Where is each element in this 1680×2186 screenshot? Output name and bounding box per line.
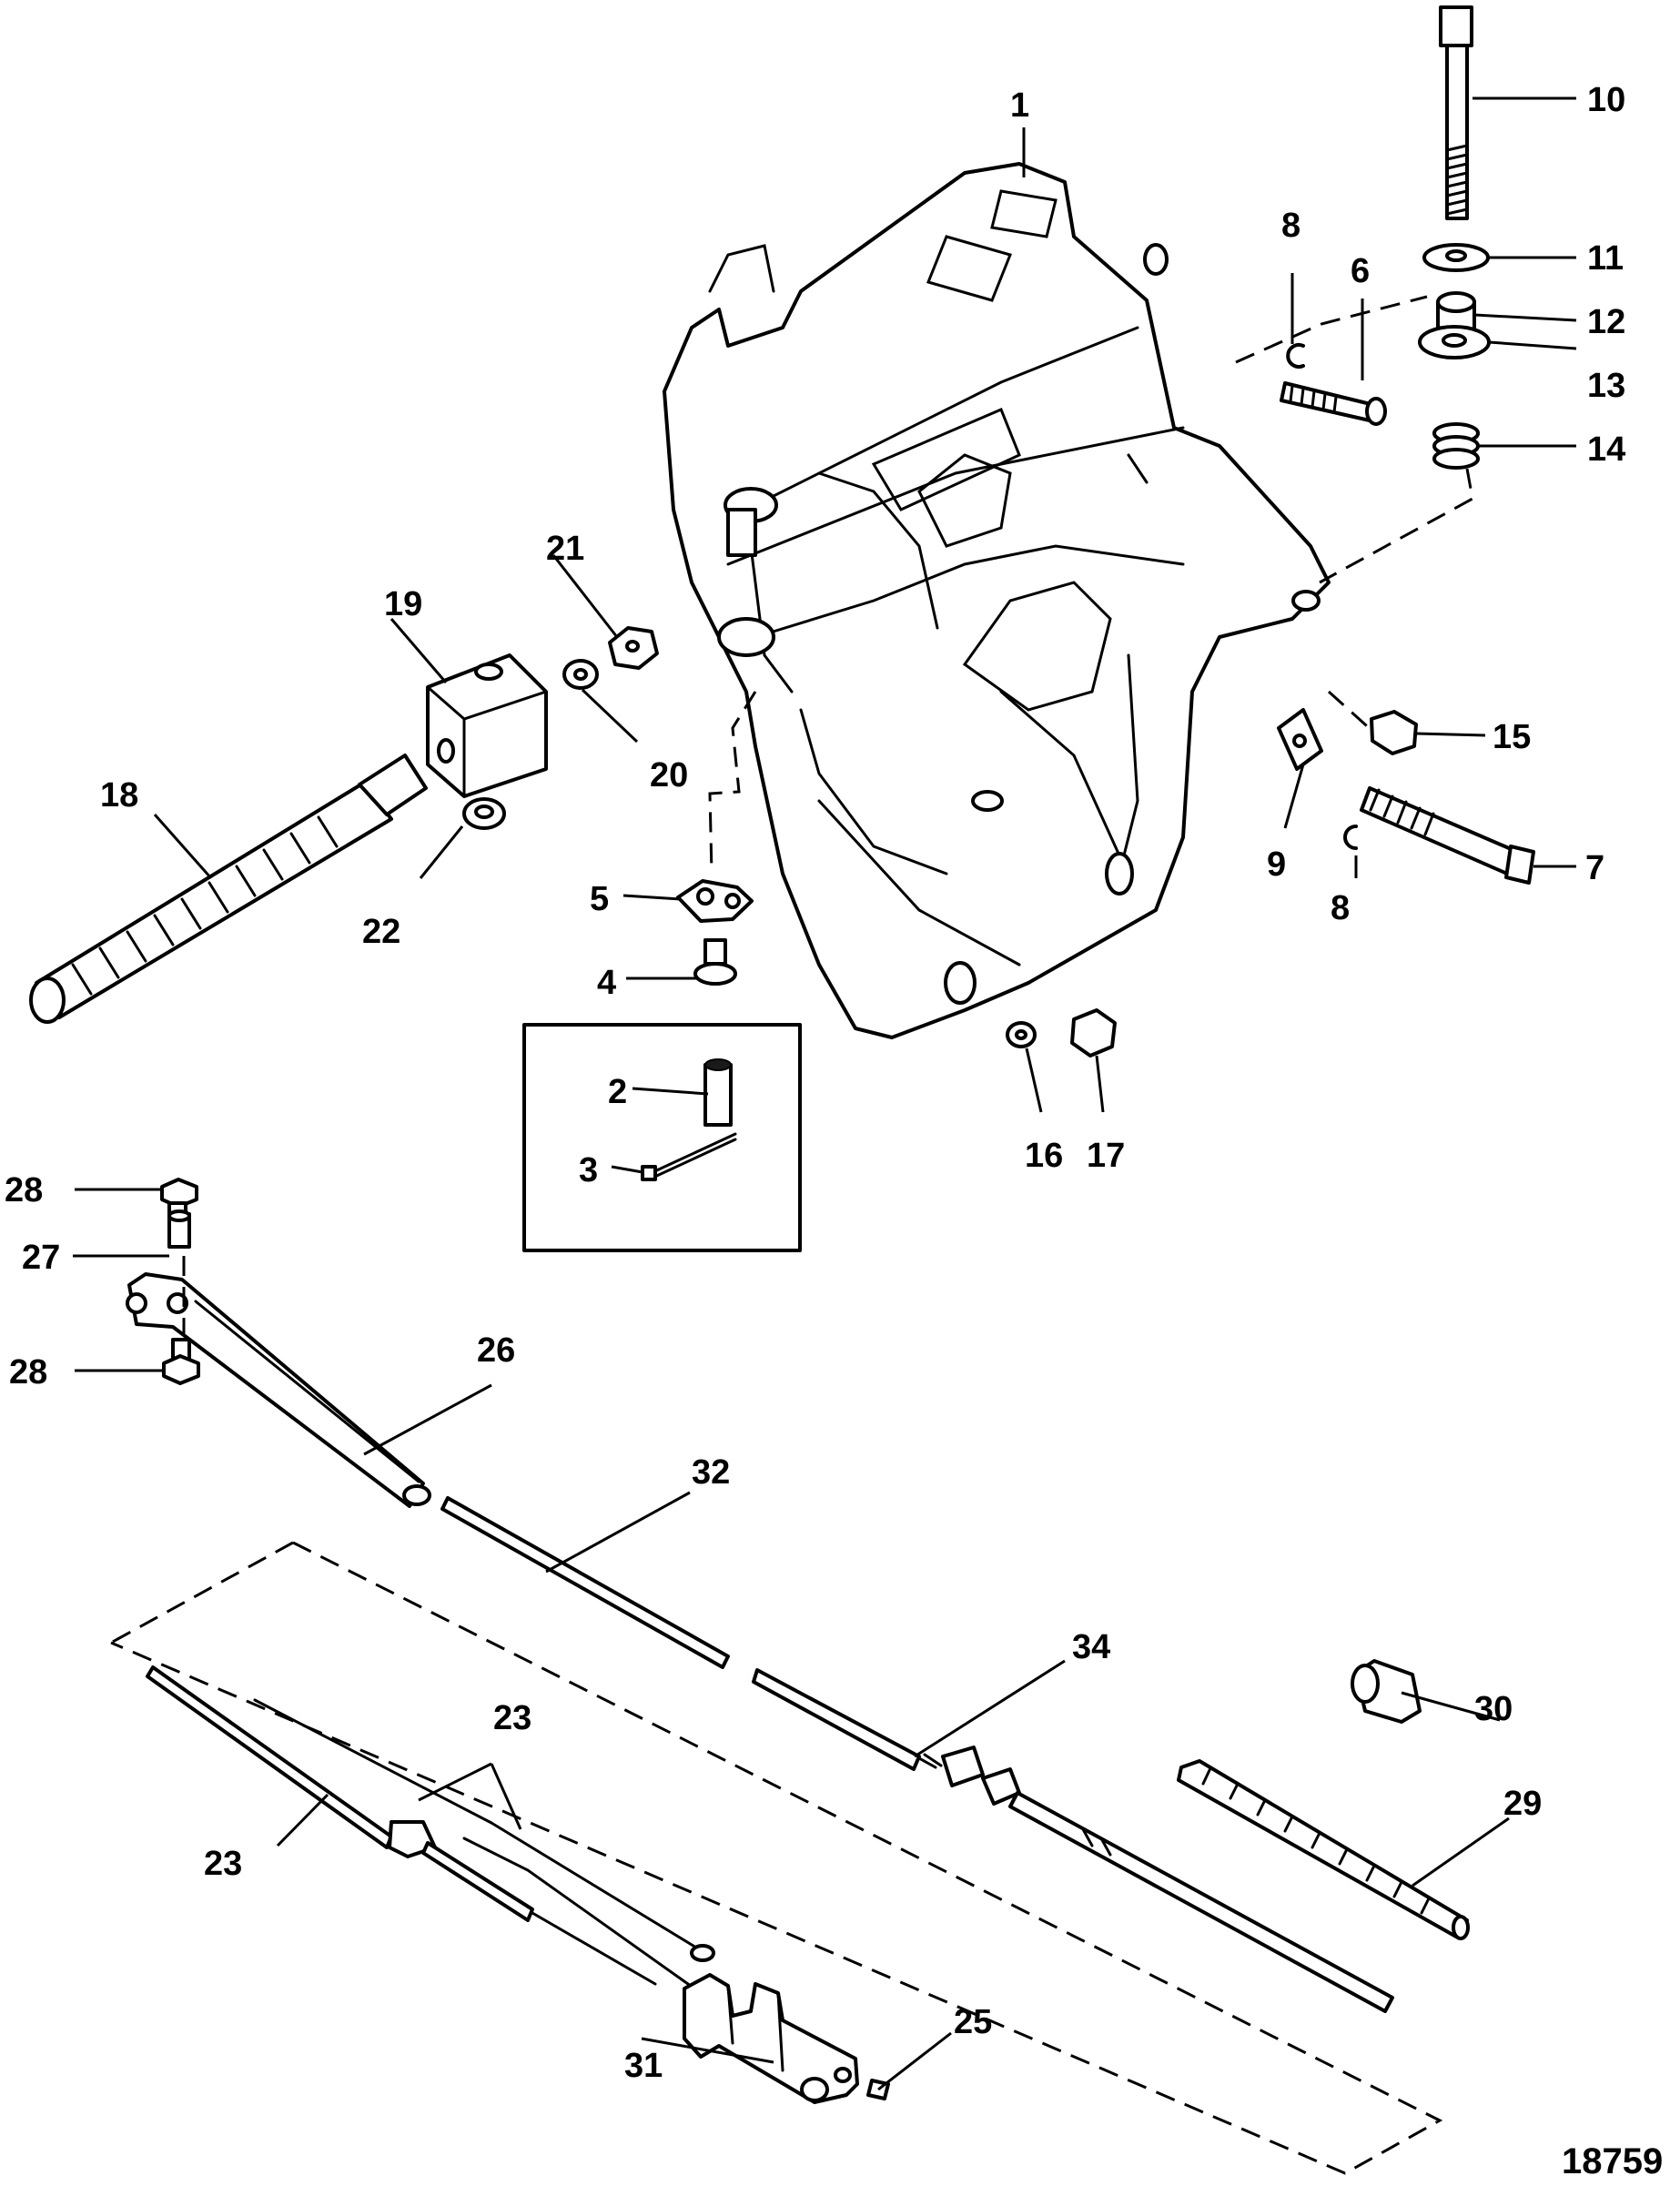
label-23-top: 23	[493, 1699, 531, 1737]
part-31-yoke	[683, 1973, 859, 2104]
label-32: 32	[692, 1453, 730, 1492]
part-4-screw	[693, 938, 737, 986]
label-10: 10	[1587, 81, 1625, 119]
part-32-rod	[440, 1496, 730, 1669]
label-4: 4	[597, 964, 616, 1002]
part-6-screw	[1280, 381, 1387, 426]
label-26: 26	[477, 1331, 515, 1370]
label-2: 2	[608, 1073, 627, 1111]
label-28-lower: 28	[9, 1353, 47, 1392]
label-17: 17	[1087, 1137, 1125, 1175]
label-27: 27	[22, 1239, 60, 1277]
inset-box	[522, 1023, 802, 1252]
callout-labels: 1 6 8 10 11 12 13 14 15 7 9 8 16 17 21 1…	[5, 81, 1625, 2085]
label-8-lower: 8	[1331, 889, 1350, 927]
label-18: 18	[100, 776, 138, 815]
label-13: 13	[1587, 367, 1625, 405]
part-20-washer	[562, 659, 599, 690]
part-8-clip-lower	[1343, 825, 1358, 850]
part-30-bushing	[1351, 1659, 1422, 1724]
label-25: 25	[954, 2003, 992, 2041]
label-31: 31	[624, 2047, 663, 2085]
part-8-clip-upper	[1286, 343, 1305, 369]
part-27-pin	[167, 1209, 191, 1249]
label-22: 22	[362, 913, 400, 951]
label-12: 12	[1587, 303, 1625, 341]
label-7: 7	[1585, 849, 1604, 887]
label-20: 20	[650, 756, 688, 794]
leader-lines	[73, 96, 1577, 2091]
label-9: 9	[1267, 845, 1286, 884]
label-21: 21	[546, 530, 584, 568]
label-3: 3	[579, 1151, 598, 1189]
part-19-block	[426, 653, 548, 798]
dashed-line-cable-assembly	[110, 1541, 1443, 2175]
part-29-rod	[1177, 1759, 1470, 1940]
part-10-bolt	[1439, 5, 1473, 220]
label-1: 1	[1010, 86, 1029, 125]
part-28-screw-lower	[162, 1338, 200, 1385]
part-7-bolt	[1360, 786, 1535, 885]
dashed-line-bolt	[1327, 690, 1376, 734]
label-16: 16	[1025, 1137, 1063, 1175]
label-14: 14	[1587, 430, 1625, 469]
label-6: 6	[1351, 252, 1370, 290]
part-22-grommet	[462, 797, 506, 830]
label-30: 30	[1474, 1690, 1513, 1728]
label-11: 11	[1587, 239, 1624, 278]
part-14-spring	[1432, 422, 1480, 470]
label-34: 34	[1072, 1628, 1110, 1666]
part-11-washer	[1422, 243, 1490, 272]
part-5-clip	[676, 879, 754, 923]
part-16-washer	[1006, 1021, 1037, 1048]
main-bracket	[663, 162, 1331, 1039]
part-34-cable	[752, 1668, 1394, 2013]
label-8-upper: 8	[1281, 207, 1300, 245]
dashed-line-clip	[708, 691, 757, 875]
part-17-nut	[1070, 1008, 1117, 1058]
part-13-washer	[1418, 325, 1491, 359]
part-21-nut	[608, 626, 659, 670]
figure-number: 18759	[1562, 2141, 1663, 2181]
label-15: 15	[1493, 718, 1531, 756]
part-18-hose	[29, 754, 428, 1024]
part-26-tube	[126, 1272, 431, 1508]
label-29: 29	[1503, 1785, 1542, 1823]
part-23-cable	[146, 1665, 715, 1995]
label-28-upper: 28	[5, 1171, 43, 1209]
dashed-line-bracket-hardware	[1235, 295, 1474, 584]
label-19: 19	[384, 585, 422, 623]
label-23-left: 23	[204, 1845, 242, 1883]
part-15-nut	[1370, 710, 1418, 755]
part-9-plate	[1277, 708, 1323, 771]
label-5: 5	[590, 880, 609, 918]
